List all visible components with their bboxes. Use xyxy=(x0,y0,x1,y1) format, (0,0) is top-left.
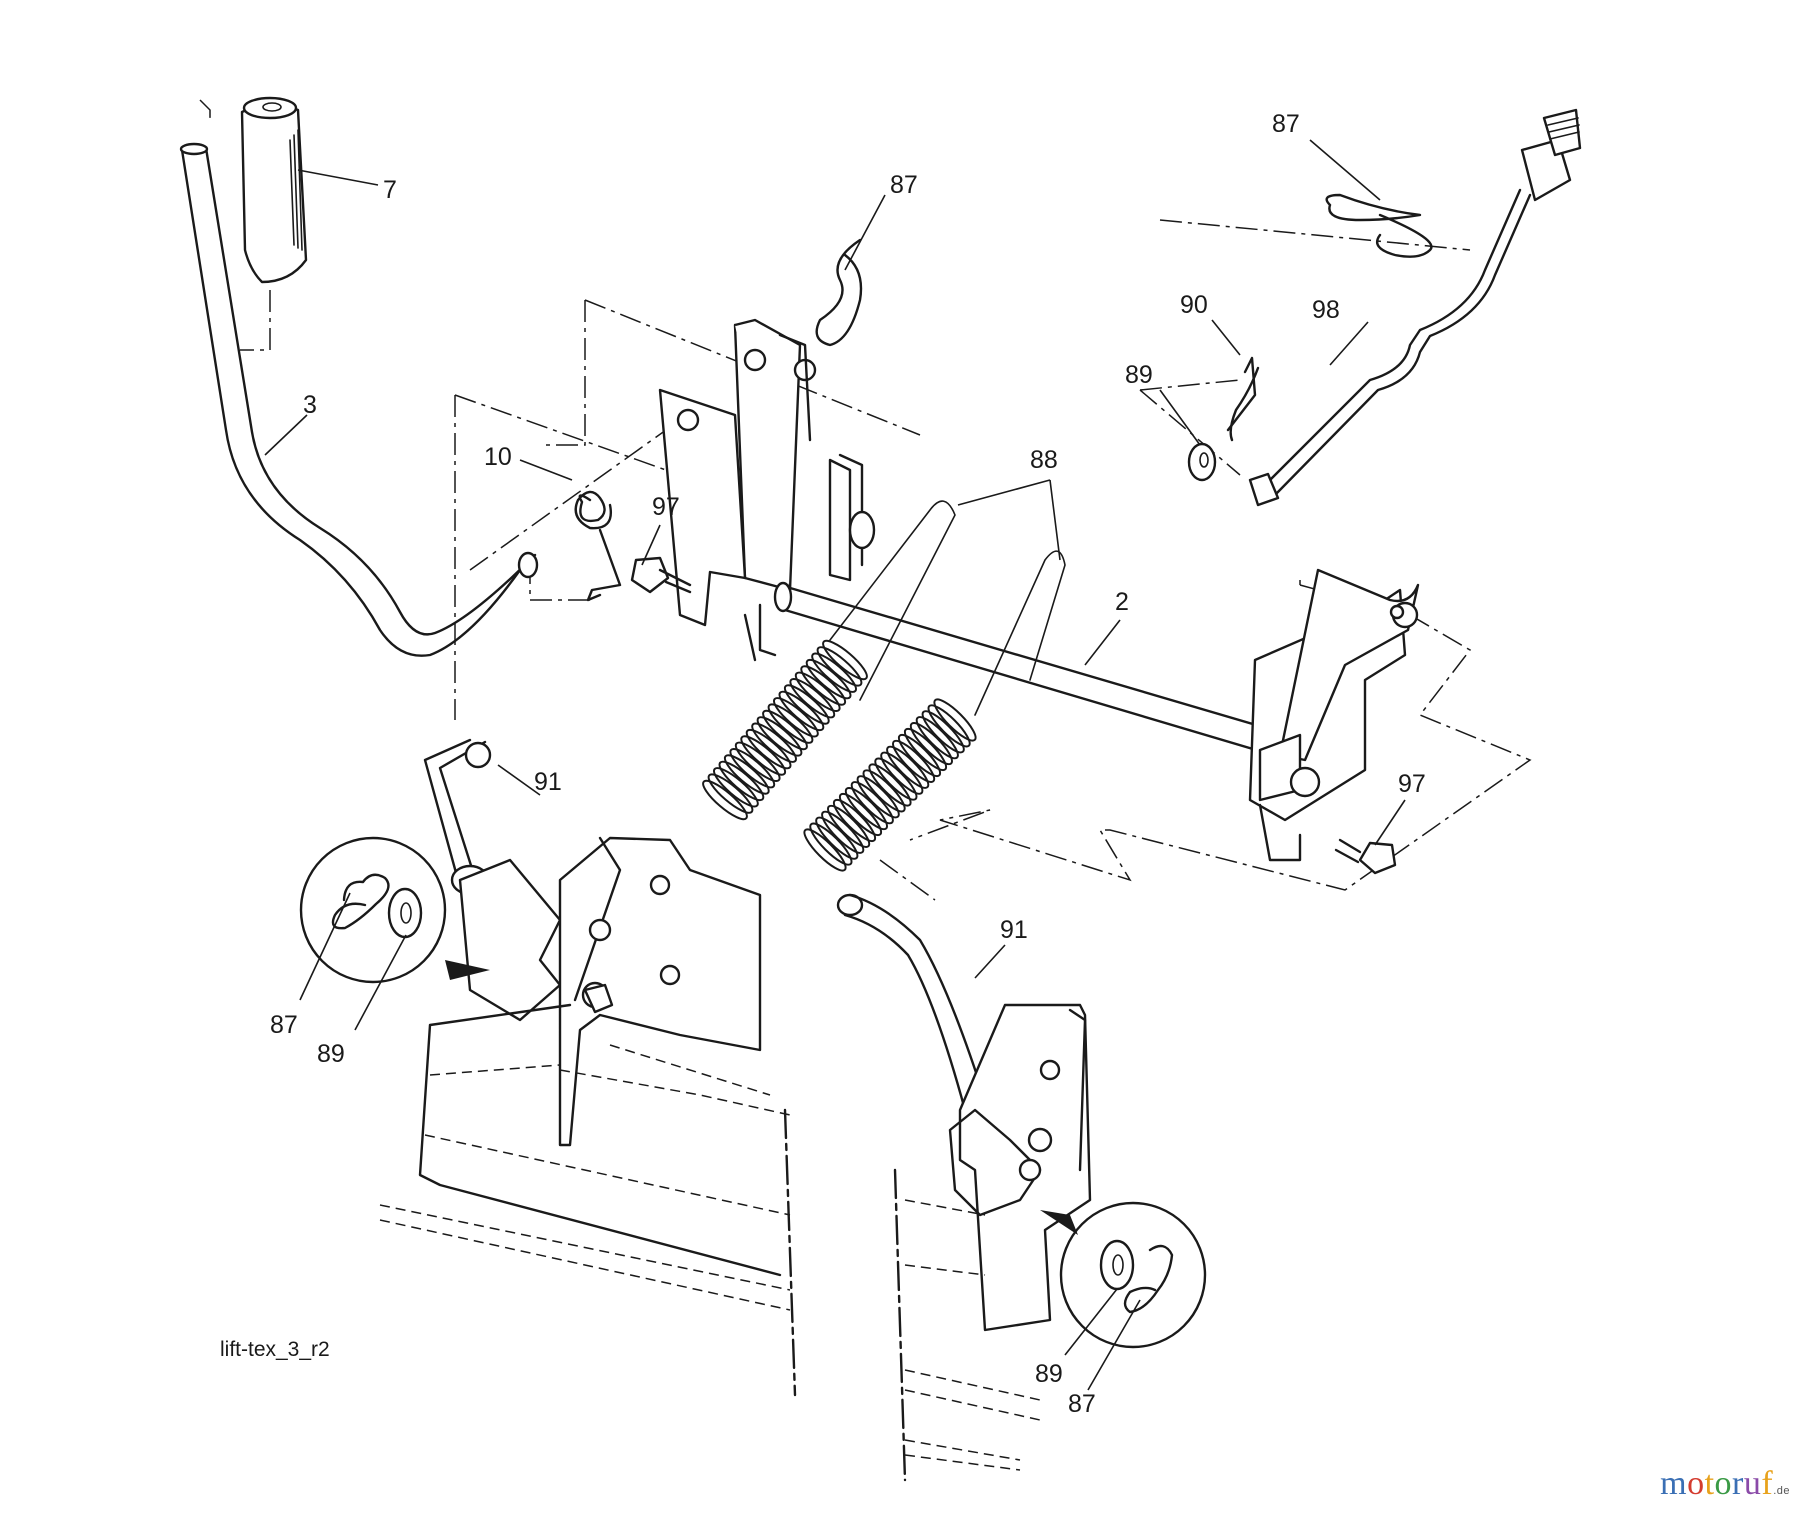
spring-coil xyxy=(723,754,770,795)
spring-coil xyxy=(862,769,906,813)
spring-coil xyxy=(751,722,797,763)
extension-springs xyxy=(702,500,1066,872)
spring-coil xyxy=(927,704,971,748)
spring-coil xyxy=(880,751,924,795)
callout-91-left: 91 xyxy=(534,768,562,796)
callout-10: 10 xyxy=(484,443,512,471)
callout-3: 3 xyxy=(303,391,317,419)
callout-87-left-detail: 87 xyxy=(270,1011,298,1039)
watermark-letter: f xyxy=(1761,1465,1774,1502)
lift-lever xyxy=(179,142,539,657)
spring-coil xyxy=(886,745,930,789)
spring-coil xyxy=(707,773,754,814)
spring-coil xyxy=(838,792,883,837)
spring-coil xyxy=(778,690,825,732)
spring-coil xyxy=(892,739,936,783)
watermark-letter: t xyxy=(1704,1465,1715,1502)
callout-97-left: 97 xyxy=(652,493,680,521)
spring-coil xyxy=(718,760,765,802)
watermark-letter: u xyxy=(1743,1465,1762,1502)
callout-7: 7 xyxy=(383,176,397,204)
spring-coil xyxy=(745,728,792,770)
spring-coil xyxy=(897,733,942,778)
spring-coil xyxy=(805,658,852,700)
callout-89-left-detail: 89 xyxy=(317,1040,345,1068)
watermark-tld: .de xyxy=(1773,1485,1790,1497)
deck-right xyxy=(893,1168,1041,1482)
watermark-letter: r xyxy=(1732,1465,1744,1502)
right-arm-bracket xyxy=(1248,568,1420,862)
spring-coil xyxy=(762,709,808,751)
spring-coil xyxy=(809,822,853,866)
lift-rod xyxy=(773,581,1292,762)
spring-coil xyxy=(816,646,863,687)
callout-labels: 7 3 10 97 87 88 2 87 90 89 98 91 97 91 8… xyxy=(270,110,1426,1418)
cotter-pin xyxy=(1226,356,1260,442)
spring-coil xyxy=(734,741,781,782)
spring-coil xyxy=(783,684,830,725)
watermark-letters: motoruf xyxy=(1660,1465,1773,1502)
drawing-id: lift-tex_3_r2 xyxy=(220,1338,330,1361)
leader-lines xyxy=(264,139,1406,1391)
bolt-left xyxy=(630,556,692,594)
spring-coil xyxy=(921,710,965,754)
callout-87-right-detail: 87 xyxy=(1068,1390,1096,1418)
deck-left xyxy=(379,1003,797,1397)
spring-coil xyxy=(850,781,894,825)
spring-coil xyxy=(915,716,959,760)
spring-coil xyxy=(874,757,918,801)
spring-coil xyxy=(800,665,847,706)
callout-2: 2 xyxy=(1115,588,1129,616)
spring-coil xyxy=(811,652,857,693)
spring-coil xyxy=(729,748,776,789)
hairpin-clip-top-right xyxy=(1325,193,1433,258)
washer-top xyxy=(1187,442,1217,482)
callout-90: 90 xyxy=(1180,291,1208,319)
callout-98: 98 xyxy=(1312,296,1340,324)
handle-grip xyxy=(240,96,308,284)
watermark-letter: o xyxy=(1687,1465,1705,1502)
watermark-letter: m xyxy=(1660,1465,1688,1502)
center-bracket xyxy=(658,318,876,662)
callout-87-top-right: 87 xyxy=(1272,110,1300,138)
spring-coil xyxy=(856,775,900,819)
hairpin-clip-top-center xyxy=(815,238,863,347)
spring-coil xyxy=(815,816,859,860)
callout-87-top-center: 87 xyxy=(890,171,918,199)
callout-88: 88 xyxy=(1030,446,1058,474)
bolt-right xyxy=(1334,838,1397,875)
detail-circle-right xyxy=(1040,1201,1207,1349)
spring-coil xyxy=(822,639,868,681)
watermark-logo: motoruf.de xyxy=(1660,1465,1790,1503)
spring-coil xyxy=(756,716,803,757)
spring-coil xyxy=(844,787,888,831)
spring-coil xyxy=(827,804,871,848)
lower-plate-left xyxy=(458,836,762,1147)
spring-coil xyxy=(909,722,953,766)
lower-plate-right xyxy=(948,1003,1092,1332)
callout-89-top: 89 xyxy=(1125,361,1153,389)
spring-coil xyxy=(713,767,759,808)
spring-coil xyxy=(767,703,814,744)
callout-91-right: 91 xyxy=(1000,916,1028,944)
spring-coil xyxy=(740,735,787,776)
callout-89-right-detail: 89 xyxy=(1035,1360,1063,1388)
torsion-spring xyxy=(574,490,622,602)
spring-coil xyxy=(832,798,877,843)
spring-coil xyxy=(903,727,948,772)
spring-coil xyxy=(933,698,977,742)
link-rod xyxy=(1248,108,1582,507)
spring-coil xyxy=(803,828,847,872)
spring-coil xyxy=(868,763,912,807)
watermark-letter: o xyxy=(1714,1465,1733,1502)
spring-coil xyxy=(773,697,819,738)
spring-coil xyxy=(821,810,865,854)
spring-coil xyxy=(794,671,841,712)
callout-97-right: 97 xyxy=(1398,770,1426,798)
spring-coil xyxy=(702,779,748,821)
spring-coil xyxy=(789,678,836,719)
